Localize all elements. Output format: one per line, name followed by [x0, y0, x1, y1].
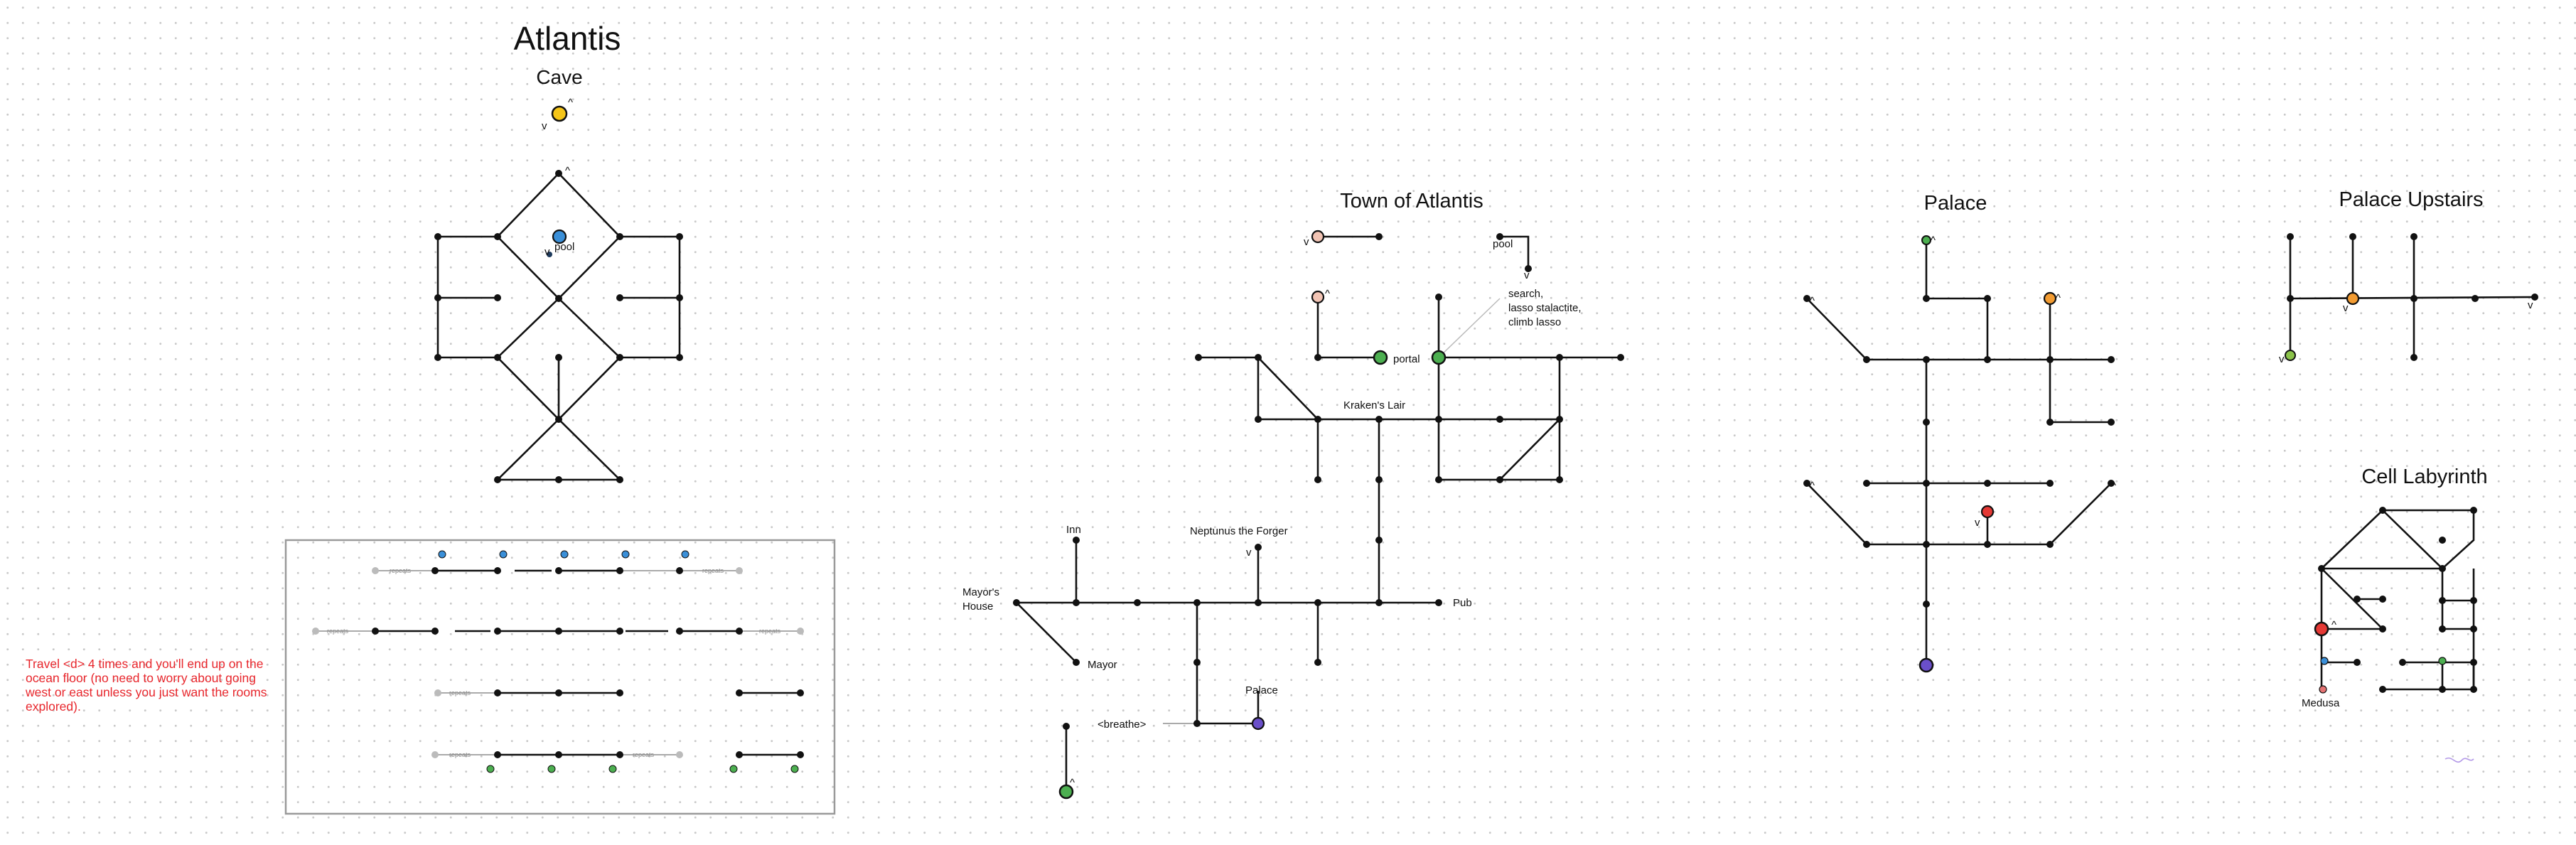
svg-text:repeats: repeats: [327, 628, 349, 635]
search-instructions-2: lasso stalactite,: [1508, 302, 1582, 314]
portal-label: portal: [1393, 353, 1420, 365]
search-instructions-1: search,: [1508, 288, 1543, 300]
svg-text:v: v: [2528, 299, 2533, 311]
cave-pool-node: [552, 229, 567, 244]
svg-text:repeats: repeats: [759, 628, 781, 635]
mayors-house-label-1: Mayor's: [962, 586, 999, 598]
breathe-label: <breathe>: [1098, 718, 1147, 731]
svg-text:^: ^: [1810, 295, 1815, 307]
mayor-label: Mayor: [1088, 659, 1117, 671]
medusa-label: Medusa: [2302, 697, 2340, 709]
svg-text:v: v: [544, 246, 550, 258]
kraken-node: [1431, 350, 1447, 365]
town-title: Town of Atlantis: [1340, 190, 1483, 212]
svg-text:repeats: repeats: [449, 751, 471, 758]
cave-pool-label: pool: [554, 241, 574, 253]
svg-text:^: ^: [1325, 288, 1330, 300]
inn-label: Inn: [1066, 524, 1081, 536]
svg-text:repeats: repeats: [390, 567, 412, 574]
town-pool-label: pool: [1493, 238, 1513, 250]
svg-text:^: ^: [2111, 480, 2116, 492]
cell-labyrinth-title: Cell Labyrinth: [2361, 465, 2487, 488]
svg-text:^: ^: [2056, 292, 2061, 304]
town-palace-label: Palace: [1245, 684, 1278, 696]
svg-text:v: v: [2279, 353, 2285, 365]
atlantis-title: Atlantis: [514, 20, 621, 57]
svg-text:repeats: repeats: [702, 567, 724, 574]
portal-node: [1373, 350, 1388, 365]
neptunus-label: Neptunus the Forger: [1190, 525, 1288, 537]
palace-upstairs-map: v v v: [2279, 233, 2538, 365]
svg-text:v: v: [542, 120, 547, 132]
svg-text:v: v: [1246, 547, 1252, 559]
svg-text:^: ^: [1070, 777, 1075, 789]
svg-text:repeats: repeats: [633, 751, 655, 758]
svg-text:v: v: [2343, 302, 2349, 314]
town-entry-node: [1058, 784, 1074, 800]
svg-text:^: ^: [568, 97, 573, 109]
cell-labyrinth-map: ^ Medusa: [2302, 507, 2477, 709]
ocean-floor-note: Travel <d> 4 times and you'll end up on …: [26, 657, 267, 714]
palace-title: Palace: [1924, 192, 1987, 215]
svg-text:v: v: [1524, 269, 1530, 281]
svg-text:repeats: repeats: [449, 689, 471, 696]
cave-map: v ^ ^ v pool: [434, 97, 683, 483]
svg-text:v: v: [1975, 517, 1980, 529]
mayors-house-label-2: House: [962, 601, 993, 613]
palace-upstairs-title: Palace Upstairs: [2339, 188, 2483, 211]
signature: [2444, 757, 2474, 763]
search-instructions-3: climb lasso: [1508, 316, 1561, 328]
town-map: v ^ v v ^ portal Kraken's Lair search, l…: [962, 230, 1624, 800]
pub-label: Pub: [1453, 597, 1472, 609]
svg-text:^: ^: [1810, 480, 1815, 492]
town-palace-node: [1251, 716, 1265, 731]
ocean-repeats-box: repeats repeats repeats repeats repeats …: [284, 539, 836, 815]
krakens-lair-label: Kraken's Lair: [1343, 399, 1405, 411]
svg-text:v: v: [1304, 236, 1309, 248]
svg-text:^: ^: [1931, 235, 1936, 247]
svg-text:^: ^: [565, 165, 570, 177]
cave-entrance-node: [551, 105, 568, 122]
palace-map: ^ ^ ^ ^ ^ v: [1803, 235, 2116, 673]
cave-title: Cave: [536, 66, 582, 88]
svg-text:^: ^: [2331, 619, 2336, 631]
